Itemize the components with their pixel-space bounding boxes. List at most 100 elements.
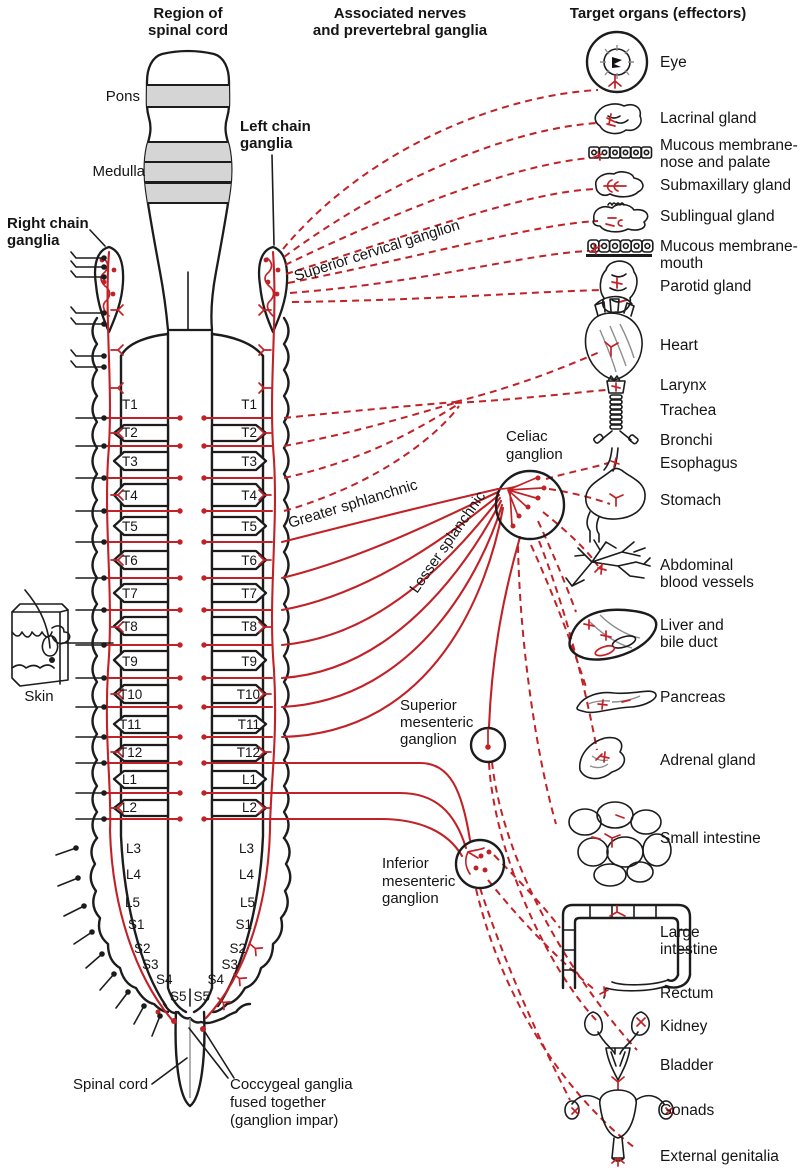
segment-labels-left: T1 T2 T3 T4 T5 T6 T7 T8 T9 T10 T11 T12 L… [119, 397, 187, 1004]
organ-label: Large [660, 924, 700, 941]
svg-text:T9: T9 [241, 654, 257, 669]
svg-text:Celiac: Celiac [506, 428, 548, 445]
brainstem-outline [143, 49, 233, 332]
organ-label: Larynx [660, 377, 707, 394]
segment-labels-right: T1 T2 T3 T4 T5 T6 T7 T8 T9 T10 T11 T12 L… [193, 397, 260, 1004]
svg-text:L5: L5 [125, 895, 140, 910]
column-headers: Region of spinal cord Associated nerves … [148, 5, 746, 39]
coccygeal-ganglia-label: Coccygeal ganglia fused together (gangli… [188, 1027, 353, 1129]
trachea-icon [593, 375, 639, 445]
organ-label: blood vessels [660, 574, 754, 591]
svg-text:T5: T5 [241, 519, 257, 534]
svg-text:ganglia: ganglia [7, 232, 60, 249]
large-intestine-icon [561, 903, 692, 999]
svg-text:L5: L5 [240, 895, 255, 910]
svg-text:Coccygeal ganglia: Coccygeal ganglia [230, 1076, 353, 1093]
superior-mesenteric-ganglion-circle [469, 726, 507, 764]
header-region-line2: spinal cord [148, 22, 228, 39]
organ-label: Small intestine [660, 830, 761, 847]
pons-label: Pons [106, 88, 140, 105]
segment-nerve-lines [104, 304, 274, 1032]
chain-red-trunk [99, 250, 281, 1023]
svg-text:T11: T11 [119, 717, 141, 732]
svg-text:T6: T6 [122, 553, 138, 568]
svg-text:T8: T8 [241, 619, 257, 634]
svg-text:T9: T9 [122, 654, 138, 669]
svg-text:ganglion: ganglion [382, 890, 439, 907]
kidney-bladder-icon [584, 1011, 650, 1091]
svg-text:T3: T3 [241, 454, 257, 469]
svg-text:T2: T2 [241, 425, 257, 440]
right-chain-label: Right chain ganglia [7, 215, 106, 249]
svg-text:mesenteric: mesenteric [382, 873, 456, 890]
svg-text:S3: S3 [142, 957, 159, 972]
inferior-mesenteric-ganglion-circle [454, 838, 506, 890]
svg-text:L2: L2 [122, 800, 137, 815]
svg-text:T12: T12 [237, 745, 260, 760]
header-region-line1: Region of [153, 5, 223, 22]
pancreas-icon [576, 690, 657, 714]
organ-label: Bronchi [660, 432, 713, 449]
segment-boxes [112, 423, 268, 818]
svg-text:T1: T1 [122, 397, 138, 412]
svg-text:L1: L1 [122, 772, 137, 787]
organ-label: Kidney [660, 1018, 708, 1035]
svg-text:T11: T11 [238, 717, 260, 732]
svg-text:T8: T8 [122, 619, 138, 634]
svg-text:S2: S2 [229, 941, 246, 956]
skin-icon [11, 589, 114, 687]
svg-text:S4: S4 [207, 972, 224, 987]
svg-text:Spinal cord: Spinal cord [73, 1076, 148, 1093]
svg-text:S5: S5 [193, 989, 210, 1004]
postganglionic-dashed-nerves [282, 89, 638, 1149]
header-targets: Target organs (effectors) [570, 5, 746, 22]
svg-text:T7: T7 [122, 586, 138, 601]
organ-label: nose and palate [660, 154, 770, 171]
spinal-cord-columns [119, 330, 265, 1108]
svg-text:L4: L4 [126, 867, 142, 882]
svg-text:L3: L3 [126, 841, 141, 856]
organ-label: Submaxillary gland [660, 177, 791, 194]
svg-text:S1: S1 [128, 917, 145, 932]
left-chain-label: Left chain ganglia [240, 118, 311, 246]
svg-text:S3: S3 [221, 957, 238, 972]
mucous-membrane-nose-icon [588, 146, 653, 161]
skin-label: Skin [24, 688, 53, 705]
organ-label: Bladder [660, 1057, 713, 1074]
svg-text:Left chain: Left chain [240, 118, 311, 135]
organ-label: Lacrinal gland [660, 110, 757, 127]
svg-text:L4: L4 [239, 867, 255, 882]
medulla-label: Medulla [92, 163, 145, 180]
organ-label: Mucous membrane- [660, 238, 798, 255]
brainstem-bands [144, 84, 232, 204]
svg-text:T4: T4 [241, 488, 257, 503]
svg-text:T3: T3 [122, 454, 138, 469]
superior-mesenteric-ganglion-label: Superior mesenteric ganglion [400, 697, 474, 748]
svg-text:(ganglion impar): (ganglion impar) [230, 1112, 338, 1129]
svg-text:S4: S4 [156, 972, 173, 987]
stomach-icon [585, 447, 646, 543]
spinal-nerve-stubs [55, 251, 163, 1037]
abdominal-vessels-icon [565, 539, 651, 587]
mucous-membrane-mouth-icon [586, 239, 654, 257]
organ-label: Sublingual gland [660, 208, 775, 225]
header-nerves-line2: and prevertebral ganglia [313, 22, 488, 39]
organ-label: Liver and [660, 617, 724, 634]
organ-label: Rectum [660, 985, 713, 1002]
organ-label: mouth [660, 255, 703, 272]
organ-label: Pancreas [660, 689, 726, 706]
heart-icon [584, 295, 643, 381]
organ-label: Abdominal [660, 557, 733, 574]
svg-text:L3: L3 [239, 841, 254, 856]
organ-label: bile duct [660, 634, 718, 651]
organ-label: Heart [660, 337, 699, 354]
svg-text:mesenteric: mesenteric [400, 714, 474, 731]
svg-text:ganglion: ganglion [506, 446, 563, 463]
organ-label: Mucous membrane- [660, 137, 798, 154]
organ-label: Parotid gland [660, 278, 751, 295]
svg-text:Superior: Superior [400, 697, 457, 714]
svg-text:T6: T6 [241, 553, 257, 568]
svg-text:ganglia: ganglia [240, 135, 293, 152]
svg-text:T5: T5 [122, 519, 138, 534]
celiac-ganglion-circle [494, 469, 566, 541]
